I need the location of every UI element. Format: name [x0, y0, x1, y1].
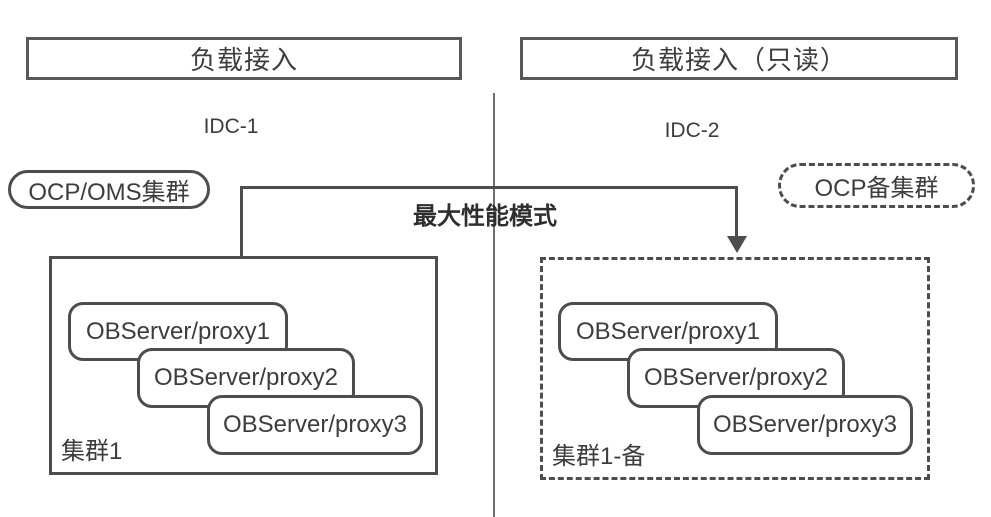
- connector-segment-horizontal: [240, 186, 738, 189]
- idc2-label: IDC-2: [664, 119, 720, 142]
- load-access-box-primary: 负载接入: [26, 37, 462, 80]
- connector-segment-up: [240, 186, 243, 256]
- ocp-oms-cluster-node: OCP/OMS集群: [8, 170, 210, 209]
- connector-segment-down: [735, 186, 738, 238]
- cluster1-standby-label: 集群1-备: [552, 443, 646, 470]
- observer-proxy3-primary-node: OBServer/proxy3: [207, 395, 423, 455]
- max-performance-mode-label: 最大性能模式: [413, 203, 557, 230]
- idc-divider-line: [493, 93, 495, 517]
- load-access-box-readonly: 负载接入（只读）: [520, 37, 958, 80]
- cluster1-label: 集群1: [61, 438, 123, 465]
- ocp-standby-cluster-node: OCP备集群: [778, 163, 975, 208]
- arrow-down-icon: [727, 236, 747, 253]
- idc1-label: IDC-1: [203, 115, 259, 138]
- observer-proxy3-standby-node: OBServer/proxy3: [697, 395, 913, 455]
